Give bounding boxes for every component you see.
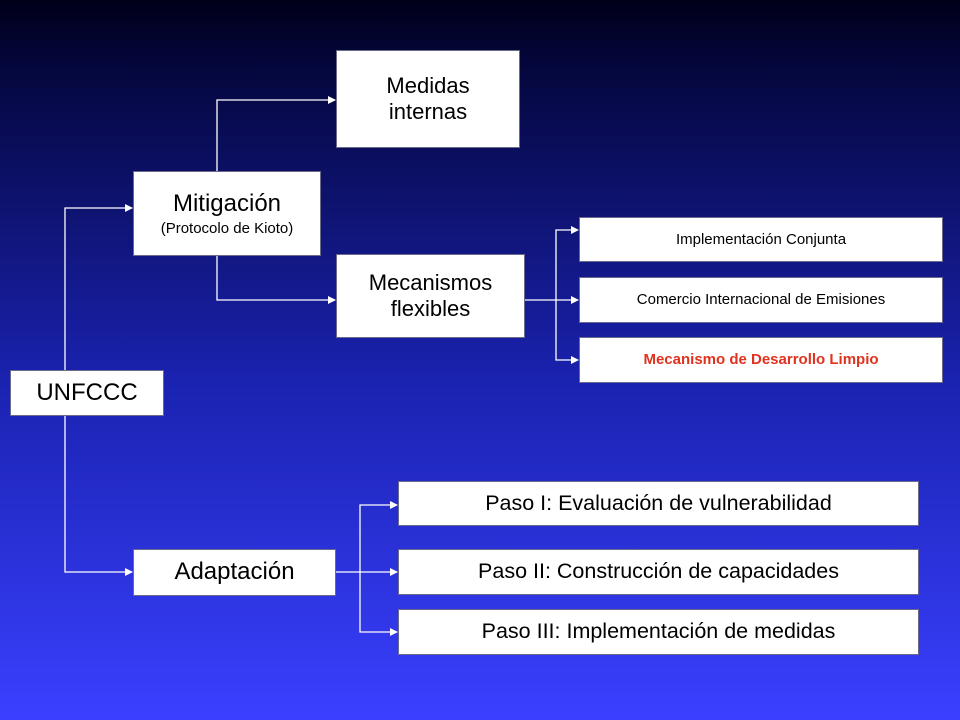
node-paso1-label: Paso I: Evaluación de vulnerabilidad bbox=[485, 490, 832, 515]
node-paso2: Paso II: Construcción de capacidades bbox=[398, 549, 919, 595]
edge-unfccc-adaptacion bbox=[64, 416, 133, 576]
node-unfccc: UNFCCC bbox=[10, 370, 164, 416]
edge-mitigacion-mecanismos bbox=[216, 256, 336, 304]
edge-unfccc-mitigacion bbox=[64, 204, 133, 370]
node-mecanismos-flexibles: Mecanismos flexibles bbox=[336, 254, 525, 338]
edge-mitigacion-medidas bbox=[216, 96, 336, 171]
node-paso3-label: Paso III: Implementación de medidas bbox=[481, 619, 836, 644]
node-paso1: Paso I: Evaluación de vulnerabilidad bbox=[398, 481, 919, 526]
node-paso3: Paso III: Implementación de medidas bbox=[398, 609, 919, 655]
edge-mecanismos-mdl bbox=[555, 300, 579, 364]
edge-adaptacion-paso3 bbox=[359, 572, 398, 636]
node-comercio-emisiones: Comercio Internacional de Emisiones bbox=[579, 277, 943, 323]
node-implementacion-conjunta: Implementación Conjunta bbox=[579, 217, 943, 262]
node-ic-label: Implementación Conjunta bbox=[675, 230, 847, 248]
node-mitigacion: Mitigación (Protocolo de Kioto) bbox=[133, 171, 321, 256]
node-medidas-line1: Medidas bbox=[386, 73, 470, 99]
edge-adaptacion-paso1 bbox=[359, 501, 398, 572]
node-cie-label: Comercio Internacional de Emisiones bbox=[636, 291, 886, 309]
node-unfccc-label: UNFCCC bbox=[36, 378, 138, 406]
node-mdl: Mecanismo de Desarrollo Limpio bbox=[579, 337, 943, 383]
node-mecanismos-line2: flexibles bbox=[390, 296, 471, 321]
node-paso2-label: Paso II: Construcción de capacidades bbox=[478, 559, 839, 584]
edge-mecanismos-ic bbox=[555, 226, 579, 300]
node-mitigacion-title: Mitigación bbox=[172, 189, 282, 217]
node-mitigacion-subtitle: (Protocolo de Kioto) bbox=[160, 219, 294, 237]
node-adaptacion-label: Adaptación bbox=[174, 558, 295, 586]
node-adaptacion: Adaptación bbox=[133, 549, 336, 596]
node-medidas-internas: Medidas internas bbox=[336, 50, 520, 148]
node-mecanismos-line1: Mecanismos bbox=[368, 270, 493, 296]
node-medidas-line2: internas bbox=[388, 99, 468, 124]
node-mdl-label: Mecanismo de Desarrollo Limpio bbox=[643, 351, 879, 369]
